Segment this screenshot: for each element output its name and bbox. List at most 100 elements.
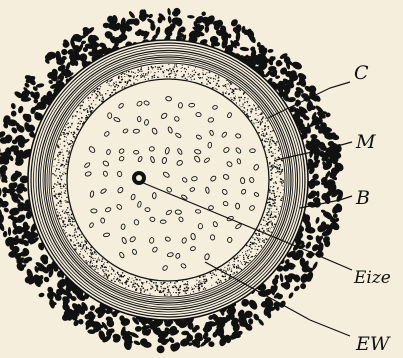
stipple-dot [72, 235, 73, 236]
stipple-dot [55, 170, 56, 171]
stipple-dot [170, 282, 171, 283]
stipple-dot [77, 236, 78, 237]
stipple-dot [271, 151, 273, 153]
stipple-dot [69, 215, 70, 216]
stipple-dot [213, 81, 214, 82]
stipple-dot [142, 283, 144, 285]
stipple-dot [62, 132, 63, 133]
stipple-dot [174, 282, 176, 284]
stipple-dot [215, 270, 216, 271]
stipple-dot [142, 287, 144, 289]
stipple-dot [276, 196, 277, 197]
stipple-dot [167, 286, 169, 288]
stipple-dot [141, 286, 142, 287]
stipple-dot [62, 210, 63, 211]
stipple-dot [68, 152, 70, 154]
stipple-dot [265, 125, 267, 127]
stipple-dot [54, 191, 55, 192]
stipple-dot [262, 131, 263, 132]
stipple-dot [85, 244, 86, 245]
stipple-dot [168, 291, 170, 293]
stipple-dot [243, 258, 245, 260]
stipple-dot [204, 287, 205, 288]
stipple-dot [154, 72, 155, 73]
stipple-dot [281, 160, 282, 161]
stipple-dot [270, 179, 272, 181]
label-ew: EW [355, 333, 391, 355]
stipple-dot [195, 286, 197, 288]
stipple-dot [156, 288, 158, 290]
stipple-dot [274, 199, 276, 201]
stipple-dot [132, 287, 133, 288]
stipple-dot [276, 177, 277, 178]
stipple-dot [83, 255, 84, 256]
stipple-dot [273, 226, 274, 227]
stipple-dot [272, 203, 274, 205]
stipple-dot [203, 281, 204, 282]
stipple-dot [58, 159, 59, 160]
stipple-dot [59, 205, 60, 206]
stipple-dot [89, 264, 90, 265]
stipple-dot [275, 158, 276, 159]
stipple-dot [61, 218, 62, 219]
stipple-dot [102, 269, 103, 270]
stipple-dot [256, 253, 257, 254]
stipple-dot [267, 120, 268, 121]
stipple-dot [61, 149, 62, 150]
stipple-dot [130, 75, 131, 76]
stipple-dot [122, 73, 124, 75]
stipple-dot [252, 243, 253, 244]
stipple-dot [141, 71, 142, 72]
stipple-dot [276, 161, 277, 162]
stipple-dot [65, 126, 66, 127]
stipple-dot [202, 72, 203, 73]
stipple-dot [216, 89, 217, 90]
stipple-dot [140, 75, 141, 76]
stipple-dot [68, 221, 69, 222]
stipple-dot [281, 183, 282, 184]
stipple-dot [77, 123, 78, 124]
stipple-dot [215, 85, 216, 86]
stipple-dot [192, 71, 193, 72]
stipple-dot [271, 227, 272, 228]
stipple-dot [126, 280, 127, 281]
stipple-dot [147, 74, 148, 75]
stipple-dot [85, 241, 87, 243]
stipple-dot [72, 142, 73, 143]
stipple-dot [178, 288, 180, 290]
stipple-dot [225, 84, 227, 86]
stipple-dot [175, 286, 177, 288]
stipple-dot [209, 82, 210, 83]
stipple-dot [249, 246, 250, 247]
stipple-dot [88, 100, 89, 101]
stipple-dot [69, 150, 70, 151]
stipple-dot [215, 79, 216, 80]
stipple-dot [140, 292, 142, 294]
stipple-dot [247, 101, 249, 103]
cell-blob [247, 298, 259, 311]
stipple-dot [263, 135, 265, 137]
stipple-dot [87, 253, 88, 254]
stipple-dot [255, 255, 256, 256]
stipple-dot [75, 237, 76, 238]
stipple-dot [254, 118, 256, 120]
stipple-dot [95, 269, 96, 270]
stipple-dot [63, 141, 65, 143]
stipple-dot [240, 90, 241, 91]
stipple-dot [59, 138, 61, 140]
stipple-dot [217, 283, 219, 285]
stipple-dot [78, 245, 79, 246]
stipple-dot [160, 286, 161, 287]
stipple-dot [251, 248, 253, 250]
stipple-dot [95, 258, 96, 259]
stipple-dot [281, 200, 282, 201]
stipple-dot [137, 80, 138, 81]
stipple-dot [197, 74, 199, 76]
stipple-dot [232, 91, 234, 93]
stipple-dot [70, 221, 71, 222]
stipple-dot [60, 178, 61, 179]
stipple-dot [53, 186, 54, 187]
stipple-dot [84, 240, 85, 241]
stipple-dot [79, 245, 81, 247]
stipple-dot [133, 76, 134, 77]
